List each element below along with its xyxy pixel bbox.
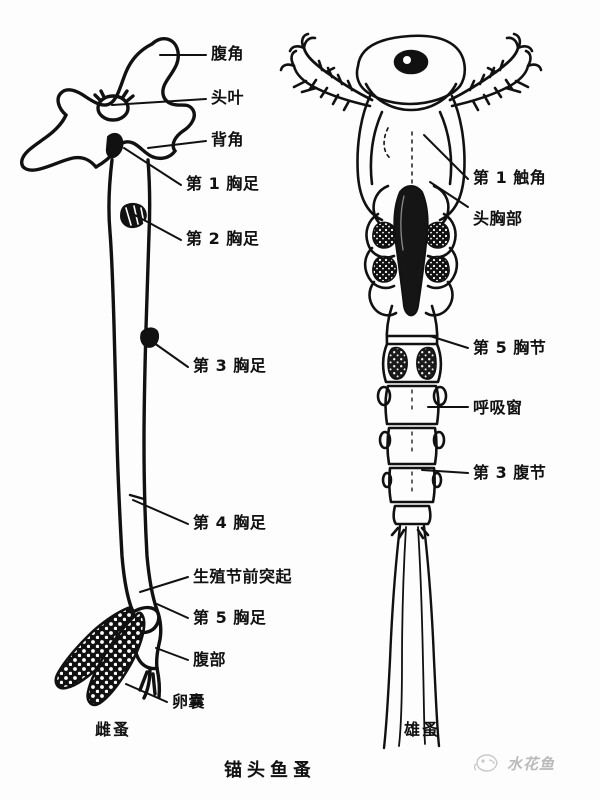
male-label-first-antenna: 第 1 触角: [473, 168, 547, 187]
male-caudal-rami: [382, 524, 441, 750]
male-label-cephalothorax: 头胸部: [473, 209, 523, 228]
female-egg-sacs: [54, 606, 146, 707]
female-head-lobe-tuft-right: [121, 89, 135, 103]
male-specimen-drawing: [279, 32, 543, 750]
female-abdomen-tail: [142, 666, 162, 700]
male-caption: 雄蚤: [404, 720, 441, 739]
male-head-carapace: [355, 34, 467, 106]
female-label-thoracic-leg-1: 第 1 胸足: [186, 174, 260, 193]
male-leader-lines: [421, 134, 469, 474]
male-caudal-segment: [392, 504, 432, 526]
female-egg-sac-lower: [86, 611, 146, 707]
male-first-antenna-right: [448, 32, 543, 112]
male-first-antenna-left: [279, 32, 374, 112]
female-head-lobe-tuft-left: [93, 89, 106, 102]
male-label-thoracic-segment-5: 第 5 胸节: [473, 338, 547, 357]
leader-lines: [111, 54, 469, 703]
female-label-egg-sac: 卵囊: [172, 692, 206, 711]
female-label-head-lobe: 头叶: [211, 88, 245, 107]
female-trunk-left-edge: [107, 158, 135, 614]
female-label-thoracic-leg-2: 第 2 胸足: [186, 229, 260, 248]
male-trunk-left: [385, 304, 394, 346]
male-breathing-pore-right: [432, 385, 448, 407]
watermark-text: 水花鱼: [507, 754, 556, 773]
female-label-thoracic-leg-5: 第 5 胸足: [193, 608, 267, 627]
female-caption: 雌蚤: [95, 720, 132, 739]
female-specimen-drawing: [20, 37, 196, 707]
male-abdominal-segments: [376, 384, 448, 504]
male-eye-spot: [393, 49, 429, 75]
female-label-thoracic-leg-4: 第 4 胸足: [193, 513, 267, 532]
male-breathing-pore-left: [376, 385, 392, 407]
female-leader-lines: [111, 54, 207, 703]
female-right-lower-wing: [114, 140, 177, 161]
male-thoracic-segments: [363, 184, 459, 317]
male-head-inner-arc: [364, 82, 458, 112]
male-label-abdominal-segment-3: 第 3 腹节: [473, 463, 547, 482]
female-abdominal-horn-left: [56, 42, 154, 117]
figure-title: 锚头鱼蚤: [224, 760, 316, 781]
female-label-dorsal-horn: 背角: [211, 130, 245, 149]
male-label-breathing-pore: 呼吸窗: [473, 398, 523, 417]
male-cephalothorax-inner-left: [369, 110, 384, 186]
female-head-lobe: [96, 94, 130, 122]
female-thoracic-leg-4-mark: [128, 493, 146, 501]
female-thoracic-leg-1-mark: [105, 132, 124, 159]
female-abdomen-tip: [154, 608, 163, 670]
watermark: 水花鱼: [474, 752, 555, 774]
female-label-thoracic-leg-3: 第 3 胸足: [193, 356, 267, 375]
male-cephalothorax-faint-mark: [383, 127, 391, 159]
female-label-abdominal-horn: 腹角: [211, 44, 245, 63]
female-label-abdomen: 腹部: [193, 650, 227, 669]
female-left-wing: [20, 113, 98, 172]
female-label-pregenital-process: 生殖节前突起: [193, 567, 293, 586]
male-trunk-right: [430, 304, 439, 346]
female-trunk-right-edge: [142, 158, 159, 612]
male-central-dark-mass: [393, 185, 429, 317]
male-cephalothorax-inner-right: [438, 110, 453, 186]
male-thoracic-segment-5: [381, 334, 443, 384]
female-abdomen-tail-fork: [138, 670, 157, 696]
fish-logo-icon: [474, 754, 498, 772]
female-dorsal-horn: [150, 37, 196, 153]
